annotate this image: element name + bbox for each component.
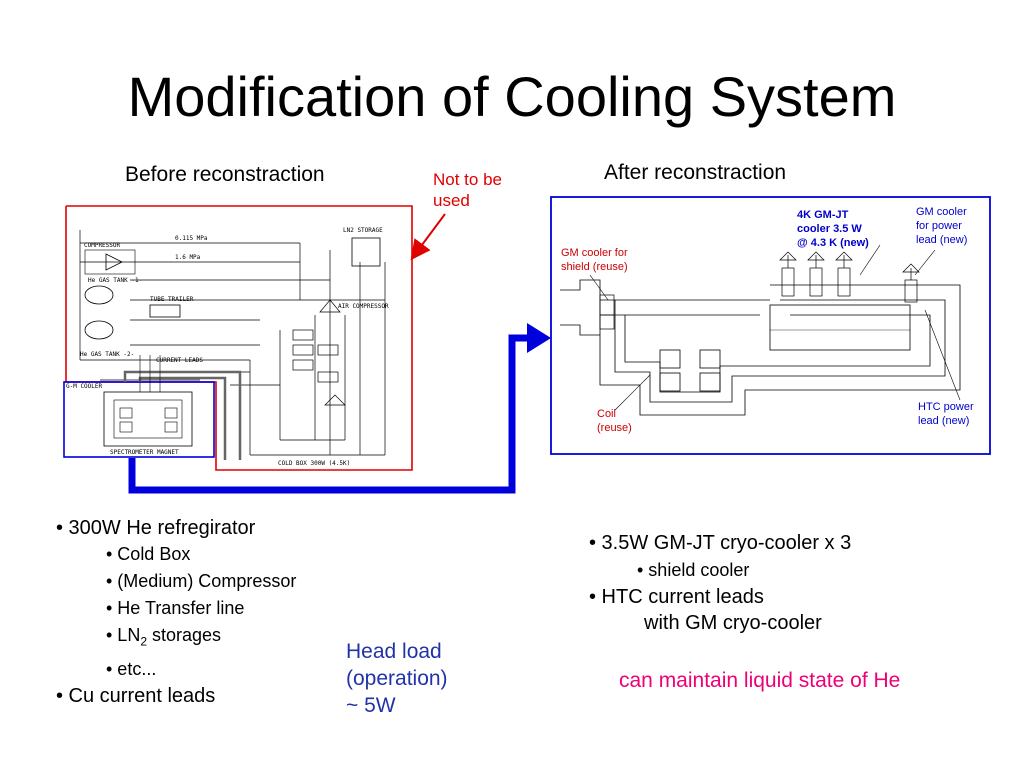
gm-jt-line-1: 4K GM-JT [797,209,849,221]
bullet-transfer-line: • He Transfer line [106,598,245,618]
gm-power-line-1: GM cooler [916,206,967,218]
reconstruction-arrow [128,323,551,494]
gm-shield-line-2: shield (reuse) [561,261,628,273]
before-schematic: LN2 STORAGE COMPRESSOR He GAS TANK -1- T… [63,205,413,471]
gm-power-line-2: for power [916,220,962,232]
bullet-compressor: • (Medium) Compressor [106,571,297,591]
gm-cooler-label: G-M COOLER [66,383,103,390]
coil-annotation: Coil (reuse) [597,407,632,435]
compressor-label: COMPRESSOR [84,242,121,249]
coil-line-2: (reuse) [597,422,632,434]
after-schematic [550,196,991,455]
bullet-shield-cooler: • shield cooler [637,560,750,580]
ln2-suffix: storages [147,625,222,645]
head-load-line-1: Head load [346,640,442,663]
ln2-subscript: 2 [140,634,147,649]
gm-power-annotation: GM cooler for power lead (new) [916,205,967,247]
head-load-line-3: ~ 5W [346,694,396,717]
bullet-htc-leads: • HTC current leads [589,586,764,608]
not-used-note: Not to be used [433,169,502,211]
air-compressor-label: AIR COMPRESSOR [338,303,389,310]
gas-tank1-label: He GAS TANK -1- [88,277,142,284]
conclusion-text: can maintain liquid state of He [619,669,901,692]
spectrometer-label: SPECTROMETER MAGNET [110,449,179,456]
after-outline [550,196,991,455]
gm-shield-annotation: GM cooler for shield (reuse) [561,246,628,274]
bullet-htc-cont: with GM cryo-cooler [644,612,822,634]
after-label: After reconstraction [604,161,787,184]
left-bullet-list: • 300W He refregirator • Cold Box • (Med… [56,515,296,709]
not-used-arrow [410,213,446,261]
ln2-prefix: • LN [106,625,141,645]
htc-line-1: HTC power [918,401,974,413]
gm-shield-line-1: GM cooler for [561,247,628,259]
bullet-gm-jt: • 3.5W GM-JT cryo-cooler x 3 [589,532,852,554]
slide-title: Modification of Cooling System [127,65,897,128]
bullet-ln2: • LN2 storages [106,622,296,656]
before-label: Before reconstraction [125,163,325,186]
htc-annotation: HTC power lead (new) [918,400,974,428]
head-load-note: Head load (operation) ~ 5W [346,638,448,719]
coil-line-1: Coil [597,408,616,420]
right-bullet-list: • 3.5W GM-JT cryo-cooler x 3 • shield co… [589,530,851,636]
gm-power-line-3: lead (new) [916,234,968,246]
cold-box-label: COLD BOX 300W (4.5K) [278,460,350,467]
htc-line-2: lead (new) [918,415,970,427]
pressure1-label: 0.115 MPa [175,235,208,242]
ln2-storage-label: LN2 STORAGE [343,227,383,234]
gm-jt-line-2: cooler 3.5 W [797,223,862,235]
bullet-cu-leads: • Cu current leads [56,684,216,707]
gm-jt-annotation: 4K GM-JT cooler 3.5 W @ 4.3 K (new) [797,208,869,250]
pressure2-label: 1.6 MPa [175,254,201,261]
not-used-line-1: Not to be [433,170,502,189]
bullet-cold-box: • Cold Box [106,544,191,564]
bullet-etc: • etc... [106,658,157,679]
gm-jt-line-3: @ 4.3 K (new) [797,237,869,249]
bullet-refrigerator: • 300W He refregirator [56,517,256,539]
head-load-line-2: (operation) [346,667,448,690]
gas-tank2-label: He GAS TANK -2- [80,351,134,358]
current-leads-label: CURRENT LEADS [156,357,203,364]
tube-trailer-label: TUBE TRAILER [150,296,194,303]
not-used-line-2: used [433,191,470,210]
